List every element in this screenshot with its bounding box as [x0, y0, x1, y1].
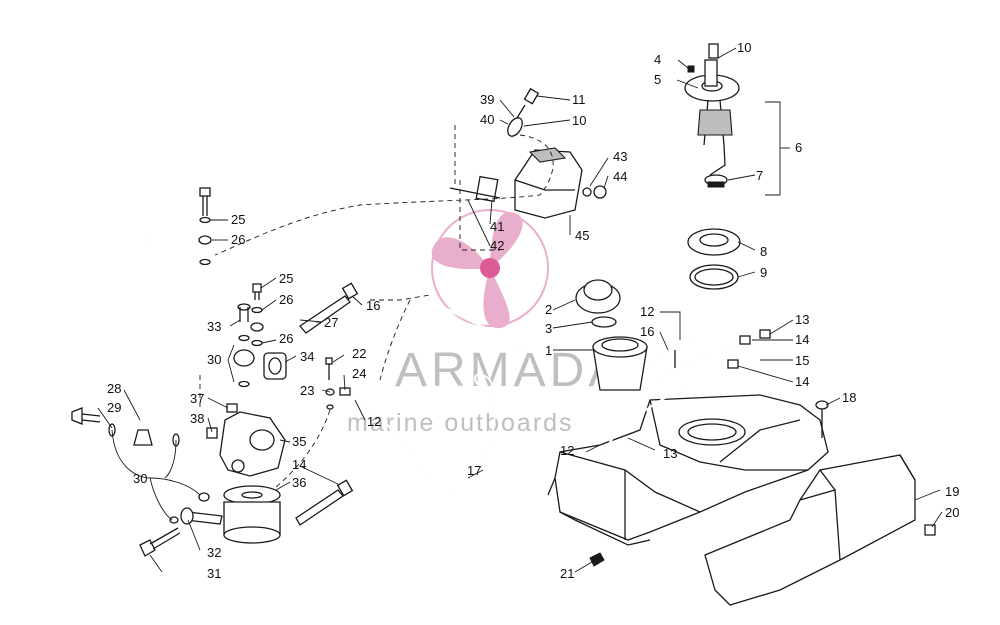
callout-8: 8: [760, 244, 767, 259]
callout-38: 38: [190, 411, 204, 426]
dipstick-tube: [133, 231, 201, 446]
callout-13-right: 13: [795, 312, 809, 327]
callout-21: 21: [560, 566, 574, 581]
callout-43: 43: [613, 149, 627, 164]
callout-5: 5: [654, 72, 661, 87]
oil-line-fitting: [507, 104, 526, 137]
callout-37: 37: [190, 391, 204, 406]
callout-9: 9: [760, 265, 767, 280]
callout-13-center: 13: [663, 446, 677, 461]
callout-22: 22: [352, 346, 366, 361]
callout-30-upper: 30: [207, 352, 221, 367]
callout-10-top: 10: [737, 40, 751, 55]
callout-25-middle: 25: [279, 271, 293, 286]
callout-26-middle-a: 26: [279, 292, 293, 307]
fitting-22-24: [325, 357, 351, 410]
callout-26-upper: 26: [231, 232, 245, 247]
callout-31: 31: [207, 566, 221, 581]
callout-10-mid: 10: [572, 113, 586, 128]
callout-25-upper: 25: [231, 212, 245, 227]
callout-36: 36: [292, 475, 306, 490]
filter-housing: [206, 403, 286, 544]
callout-33: 33: [207, 319, 221, 334]
watermark-title: ARMADA: [395, 344, 624, 397]
callout-labels: 1 2 3 4 5 6 7 8 9 10 10 11 12 12 12 13 1…: [107, 40, 959, 581]
callout-6: 6: [795, 140, 802, 155]
callout-1: 1: [545, 343, 552, 358]
watermark: ARMADA marine outboards: [347, 209, 624, 437]
fuel-tank: [547, 394, 829, 546]
callout-23: 23: [300, 383, 314, 398]
callout-7: 7: [756, 168, 763, 183]
fuel-lines: [599, 314, 791, 461]
callout-39: 39: [480, 92, 494, 107]
callout-20: 20: [945, 505, 959, 520]
fuel-filler-neck: [592, 336, 648, 391]
return-hose: [349, 373, 497, 492]
callout-11: 11: [572, 92, 586, 107]
fuel-cap: [575, 279, 621, 328]
callout-12-left: 12: [367, 414, 381, 429]
callout-29: 29: [107, 400, 121, 415]
callout-14-right-a: 14: [795, 332, 809, 347]
callout-27: 27: [324, 315, 338, 330]
callout-3: 3: [545, 321, 552, 336]
banjo-bolt-lower: [71, 407, 223, 525]
callout-16-top: 16: [366, 298, 380, 313]
callout-4: 4: [654, 52, 661, 67]
callout-18: 18: [842, 390, 856, 405]
callout-40: 40: [480, 112, 494, 127]
screws: [589, 400, 936, 567]
vent-hose: [515, 15, 719, 120]
small-hose: [295, 479, 354, 526]
callout-30-lower: 30: [133, 471, 147, 486]
callout-17: 17: [467, 463, 481, 478]
callout-35: 35: [292, 434, 306, 449]
callout-15: 15: [795, 353, 809, 368]
callout-12-upper: 12: [640, 304, 654, 319]
callout-2: 2: [545, 302, 552, 317]
callout-19: 19: [945, 484, 959, 499]
callout-32: 32: [207, 545, 221, 560]
callout-44: 44: [613, 169, 627, 184]
bolt-lower: [139, 527, 181, 557]
callout-14-right-b: 14: [795, 374, 809, 389]
callout-24: 24: [352, 366, 366, 381]
filter-hose: [299, 282, 521, 347]
bolt-upper: [198, 187, 212, 266]
pump-screws: [687, 65, 695, 73]
bolt-middle: [250, 283, 264, 347]
pump-retainer-ring: [687, 228, 741, 290]
oil-pump: [449, 147, 607, 219]
callout-34: 34: [300, 349, 314, 364]
fuel-pump-assembly: [684, 59, 740, 188]
callout-42: 42: [490, 238, 504, 253]
callout-28: 28: [107, 381, 121, 396]
callout-41: 41: [490, 219, 504, 234]
leader-lines: [97, 47, 943, 573]
callout-16-center: 16: [640, 324, 654, 339]
callout-14-left: 14: [292, 457, 306, 472]
assembly-bracket: [765, 101, 781, 196]
callout-12-center: 12: [560, 443, 574, 458]
callout-26-middle-b: 26: [279, 331, 293, 346]
callout-45: 45: [575, 228, 589, 243]
banjo-fitting: [233, 303, 287, 388]
propeller-logo-icon: [431, 209, 549, 329]
